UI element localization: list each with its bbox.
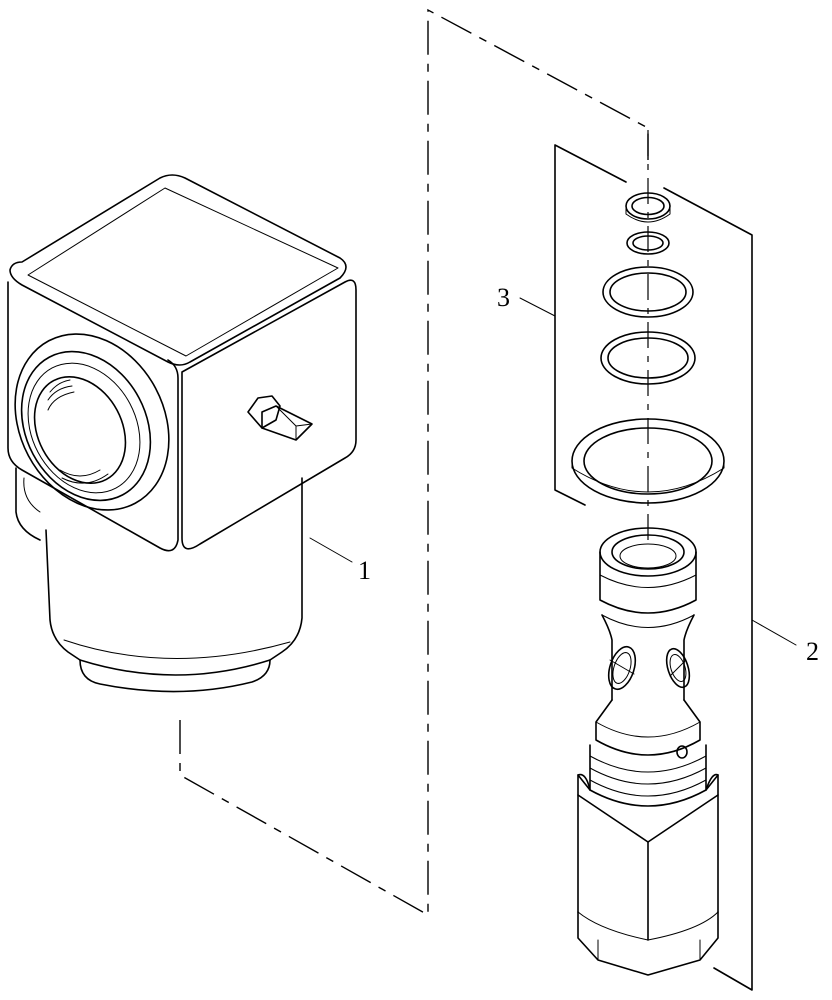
assembly-bracket-lines <box>179 8 649 917</box>
leader-line-2 <box>751 619 797 646</box>
callout-3: 3 <box>497 283 510 312</box>
leader-line-3 <box>519 297 556 317</box>
callout-2: 2 <box>806 637 819 666</box>
leader-line-1 <box>309 537 353 563</box>
callout-1: 1 <box>358 556 371 585</box>
cartridge-bracket <box>663 187 753 991</box>
valve-cartridge <box>577 527 719 976</box>
valve-body-housing <box>7 174 357 693</box>
leader-lines <box>309 297 797 646</box>
seal-kit-bracket <box>554 144 627 506</box>
